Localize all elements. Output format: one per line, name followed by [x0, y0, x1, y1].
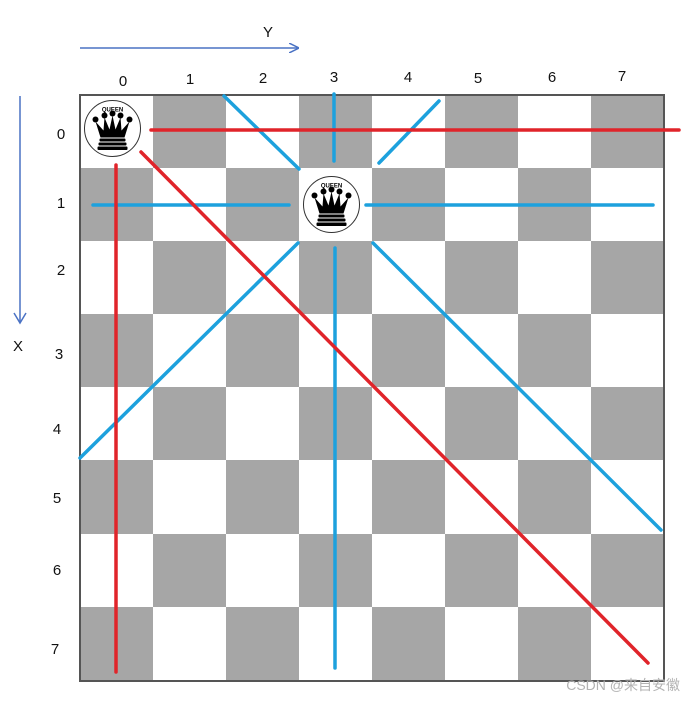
- row-tick: 2: [57, 262, 65, 279]
- board-square: [372, 534, 445, 607]
- board-square: [372, 460, 445, 534]
- board-border: [79, 94, 665, 682]
- row-tick: 1: [57, 195, 65, 212]
- row-tick: 5: [53, 490, 61, 507]
- board-square: [518, 607, 591, 681]
- col-tick: 0: [119, 73, 127, 90]
- board-square: [445, 607, 518, 681]
- queen-piece-icon: QUEEN: [303, 176, 360, 233]
- board-square: [591, 241, 664, 314]
- board-square: [153, 460, 226, 534]
- crown-icon: [311, 186, 352, 226]
- attack-line-up-right: [377, 99, 441, 165]
- attack-line-up-left: [222, 94, 301, 171]
- board-square: [226, 607, 299, 681]
- queen-a-attack-lines: [114, 128, 681, 674]
- board-square: [372, 607, 445, 681]
- attack-line-diagonal: [139, 150, 650, 665]
- board-square: [445, 241, 518, 314]
- row-tick: 6: [53, 562, 61, 579]
- col-tick: 1: [186, 71, 194, 88]
- board-square: [226, 460, 299, 534]
- row-tick: 0: [57, 126, 65, 143]
- board-square: [153, 241, 226, 314]
- x-axis-label: X: [13, 338, 23, 355]
- board-square: [445, 387, 518, 460]
- queens: QUEEN QUEEN: [84, 100, 360, 233]
- col-tick: 7: [618, 68, 626, 85]
- board-square: [372, 314, 445, 387]
- row-tick: 3: [55, 346, 63, 363]
- watermark: CSDN @来自安徽: [566, 677, 680, 693]
- board-square: [153, 534, 226, 607]
- board-square: [518, 241, 591, 314]
- x-axis-arrowhead: [13, 312, 27, 325]
- board-square: [518, 460, 591, 534]
- board-square: [518, 314, 591, 387]
- board-square: [445, 534, 518, 607]
- queen-piece-icon: QUEEN: [84, 100, 141, 157]
- y-axis-label: Y: [263, 24, 273, 41]
- row-tick: 7: [51, 641, 59, 658]
- col-tick: 5: [474, 70, 482, 87]
- attack-line-down-right: [371, 241, 663, 532]
- board-square: [591, 314, 664, 387]
- col-tick: 4: [404, 69, 412, 86]
- row-tick: 4: [53, 421, 61, 438]
- col-tick: 2: [259, 70, 267, 87]
- row-tick-labels: 0 1 2 3 4 5 6 7: [51, 126, 65, 658]
- board-square: [226, 387, 299, 460]
- board-square: [153, 387, 226, 460]
- column-tick-labels: 0 1 2 3 4 5 6 7: [119, 68, 626, 90]
- board-square: [226, 314, 299, 387]
- board-square: [591, 534, 664, 607]
- crown-icon: [92, 110, 133, 150]
- col-tick: 3: [330, 69, 338, 86]
- board-square: [153, 607, 226, 681]
- col-tick: 6: [548, 69, 556, 86]
- board-square: [591, 387, 664, 460]
- board-square: [226, 534, 299, 607]
